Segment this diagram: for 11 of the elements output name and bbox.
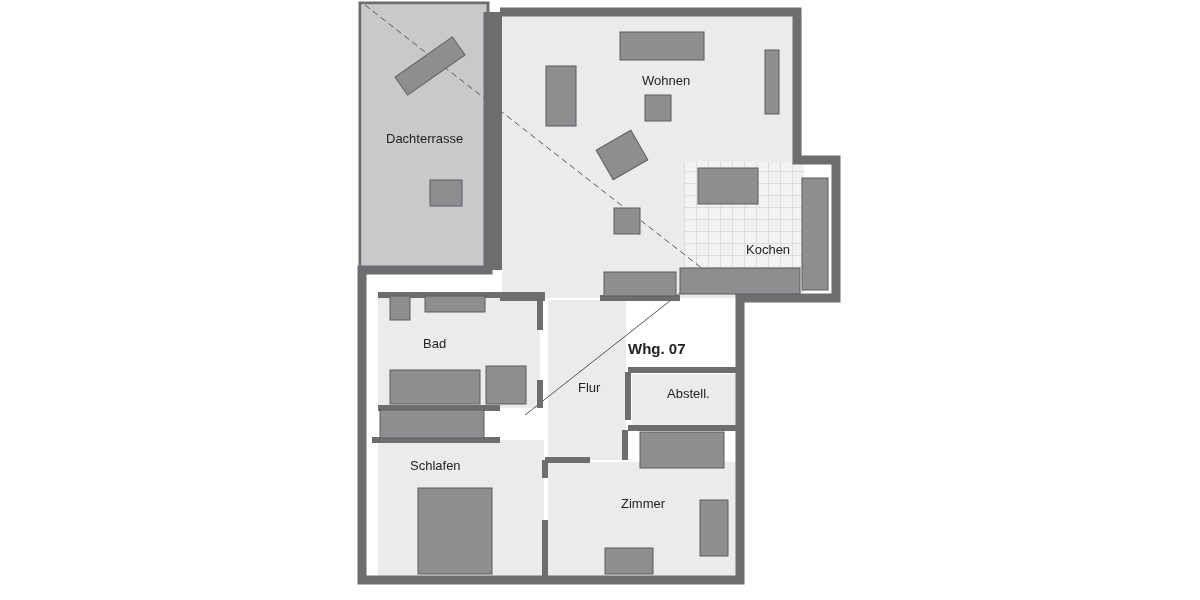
room-label: Schlafen (410, 458, 461, 473)
room-label: Flur (578, 380, 601, 395)
room-label: Wohnen (642, 73, 691, 88)
room-label: Dachterrasse (386, 131, 464, 146)
room-label: Kochen (746, 242, 791, 257)
room-floor (548, 300, 626, 460)
room-label: Zimmer (621, 496, 666, 511)
room-label: Abstell. (667, 386, 710, 401)
room-floor (632, 374, 738, 426)
apartment-number: Whg. 07 (628, 340, 686, 357)
room-label: Bad (423, 336, 447, 351)
